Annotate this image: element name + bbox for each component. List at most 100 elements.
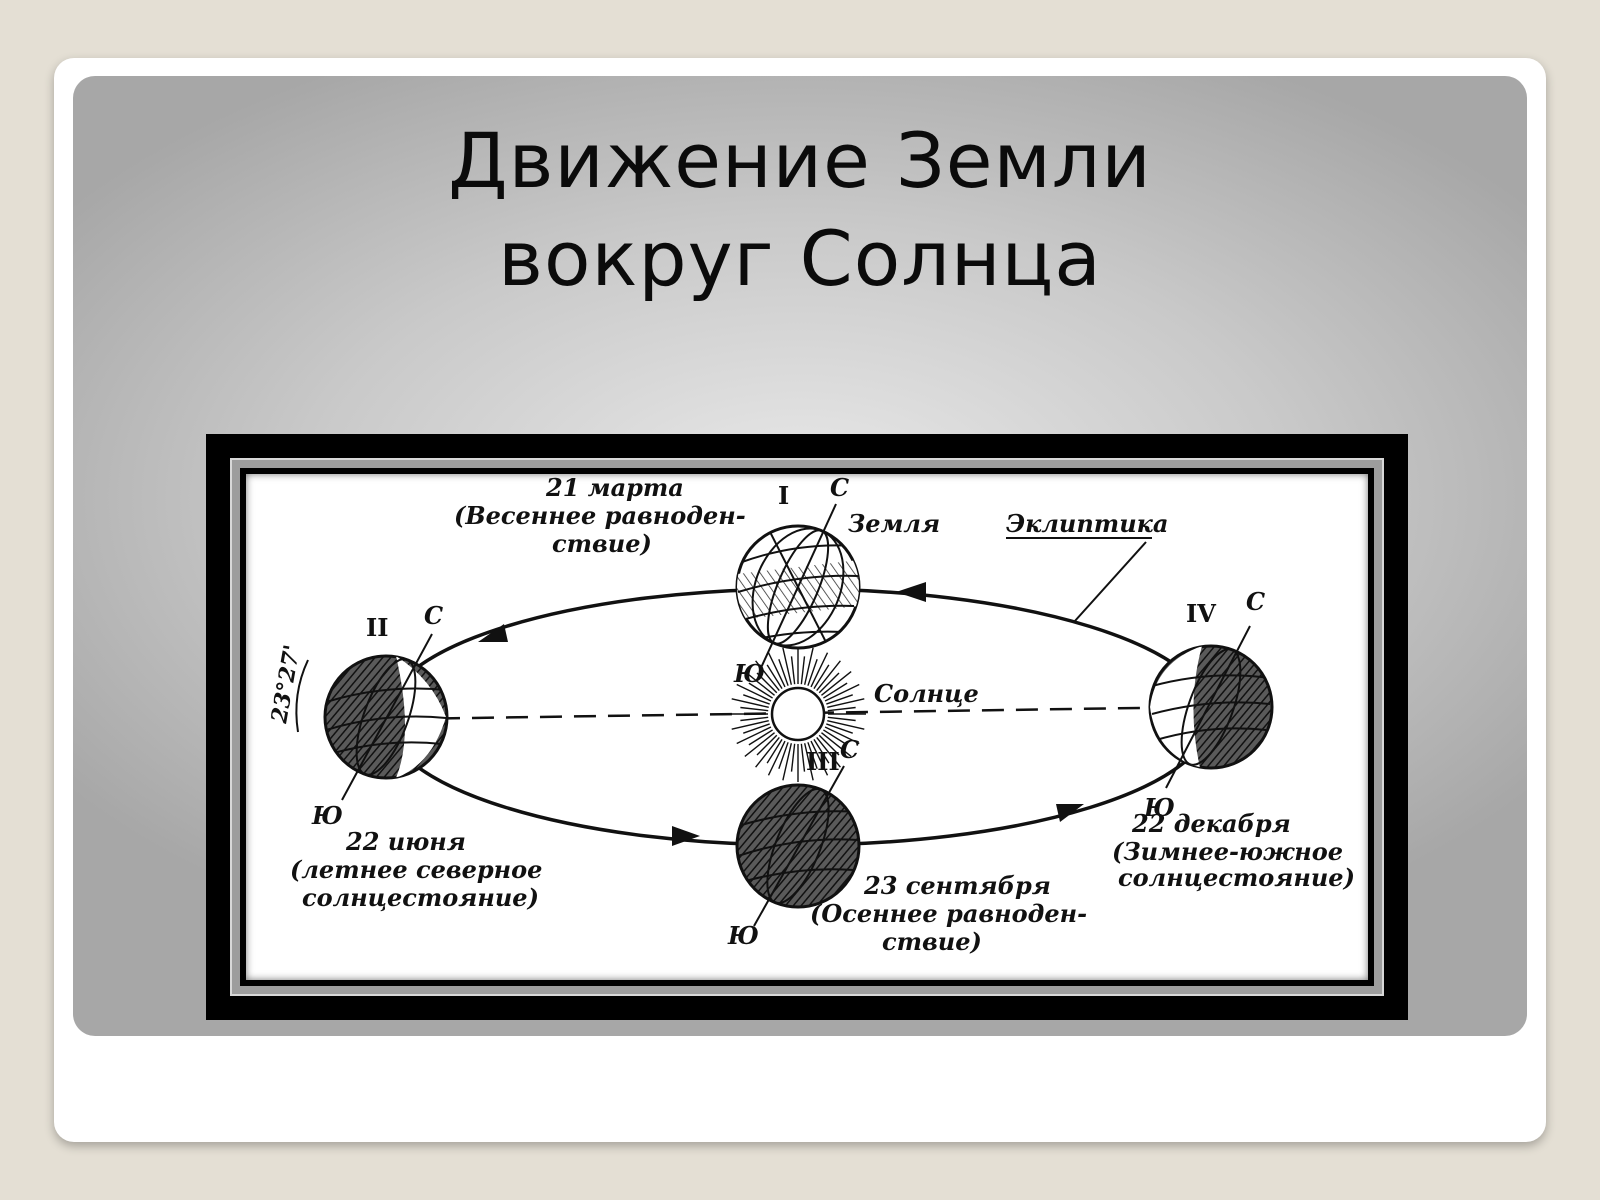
sun-ray: [744, 671, 775, 696]
sun-ray: [824, 683, 860, 702]
orbit-arrow-bottom-right: [1056, 804, 1084, 822]
sun-ray: [821, 671, 852, 696]
diagram-mat-inner: Солнце: [240, 468, 1374, 986]
sun-ray: [827, 706, 856, 712]
diagram-mat: Солнце: [230, 458, 1384, 996]
numeral-2: II: [366, 613, 388, 642]
south-label-3: Ю: [727, 921, 759, 950]
north-label-2: С: [424, 601, 443, 630]
caption-position-4: 22 декабря (Зимнее-южное солнцестояние): [1112, 809, 1355, 892]
sun-icon: [730, 646, 866, 782]
sun-ray: [816, 737, 841, 768]
sun-ray: [756, 672, 778, 694]
caption-2-line3: солнцестояние): [302, 883, 539, 912]
sun-ray: [827, 719, 865, 730]
orbit-arrow-bottom-left: [672, 826, 700, 846]
north-label-1: С: [830, 474, 849, 502]
sun-ray: [743, 694, 770, 705]
earth-position-4: [1148, 625, 1274, 789]
sun-ray: [778, 742, 789, 769]
sun-ray: [766, 739, 783, 764]
sun-ray: [800, 743, 806, 772]
sun-ray: [807, 742, 818, 769]
caption-2-date: 22 июня: [345, 827, 466, 856]
sun-ray: [813, 664, 830, 689]
numeral-4: IV: [1186, 599, 1216, 628]
title-line-2: вокруг Солнца: [498, 214, 1102, 303]
caption-1-line2: (Весеннее равноден-: [454, 501, 746, 530]
caption-4-date: 22 декабря: [1131, 809, 1291, 838]
sun-ray: [736, 683, 772, 702]
caption-4-line3: солнцестояние): [1118, 863, 1355, 892]
sun-ray: [731, 698, 769, 709]
caption-3-date: 23 сентября: [863, 871, 1051, 900]
sun-ray: [823, 682, 848, 699]
sun-ray: [782, 743, 793, 781]
sun-label: Солнце: [874, 679, 979, 708]
orbit-arrow-top-left: [478, 624, 508, 642]
sun-ray: [756, 734, 778, 756]
ecliptic-pointer-line: [1073, 541, 1147, 623]
north-label-3: С: [840, 735, 859, 764]
sun-ray: [810, 652, 829, 688]
sun-ray: [740, 716, 769, 722]
sun-ray: [824, 726, 860, 745]
sun-ray: [744, 732, 775, 757]
sun-ray: [748, 729, 773, 746]
sun-ray: [778, 659, 789, 686]
numeral-1: I: [778, 481, 789, 510]
ecliptic-label: Эклиптика: [1006, 509, 1168, 538]
caption-4-line2: (Зимнее-южное: [1112, 837, 1343, 866]
sun-ray: [767, 740, 786, 776]
sun-ray: [736, 726, 772, 745]
orbit-svg: Солнце: [266, 474, 1355, 956]
sun-ray: [790, 743, 796, 772]
south-label-2: Ю: [311, 801, 343, 830]
south-label-1: Ю: [733, 659, 765, 688]
title-line-1: Движение Земли: [448, 116, 1152, 205]
sun-disc: [770, 686, 826, 742]
diagram-frame: Солнце: [206, 434, 1408, 1020]
caption-3-line3: ствие): [882, 927, 982, 956]
caption-3-line2: (Осеннее равноден-: [810, 899, 1087, 928]
slide-title: Движение Земли вокруг Солнца: [73, 112, 1527, 308]
sun-ray: [821, 732, 852, 757]
sun-ray: [816, 660, 841, 691]
sun-ray: [827, 716, 856, 722]
sun-ray: [782, 647, 793, 685]
sun-ray: [826, 723, 853, 734]
numeral-3: III: [806, 747, 840, 776]
sun-ray: [755, 660, 780, 691]
sun-ray: [766, 664, 783, 689]
orbit-arrow-top-right: [896, 582, 926, 602]
sun-ray: [803, 647, 814, 685]
solstice-axis-line: [335, 704, 1272, 722]
sun-ray: [807, 659, 818, 686]
earth-label: Земля: [848, 509, 940, 538]
sun-ray: [818, 672, 840, 694]
sun-ray: [827, 698, 865, 709]
sun-ray: [810, 740, 829, 776]
earth-position-2: [323, 633, 449, 801]
earth-position-3: [735, 765, 861, 927]
sun-ray: [767, 652, 786, 688]
sun-ray: [790, 656, 796, 685]
north-label-4: С: [1246, 587, 1265, 616]
south-label-4: Ю: [1143, 793, 1175, 822]
caption-2-line2: (летнее северное: [290, 855, 542, 884]
sun-ray: [818, 734, 840, 756]
caption-1-line3: ствие): [552, 529, 652, 558]
caption-position-2: 22 июня (летнее северное солнцестояние): [290, 827, 542, 912]
earth-position-1: [735, 503, 861, 671]
sun-ray: [743, 723, 770, 734]
sun-ray: [800, 656, 806, 685]
sun-ray: [731, 719, 769, 730]
tilt-angle-arc: [295, 659, 309, 733]
caption-position-3: 23 сентября (Осеннее равноден- ствие): [810, 871, 1087, 956]
sun-ray: [740, 706, 769, 712]
caption-1-date: 21 марта: [545, 474, 684, 502]
sun-ray: [826, 694, 853, 705]
earth-orbit-diagram: Солнце: [246, 474, 1368, 980]
sun-ray: [755, 737, 780, 768]
caption-position-1: 21 марта (Весеннее равноден- ствие): [454, 474, 746, 558]
